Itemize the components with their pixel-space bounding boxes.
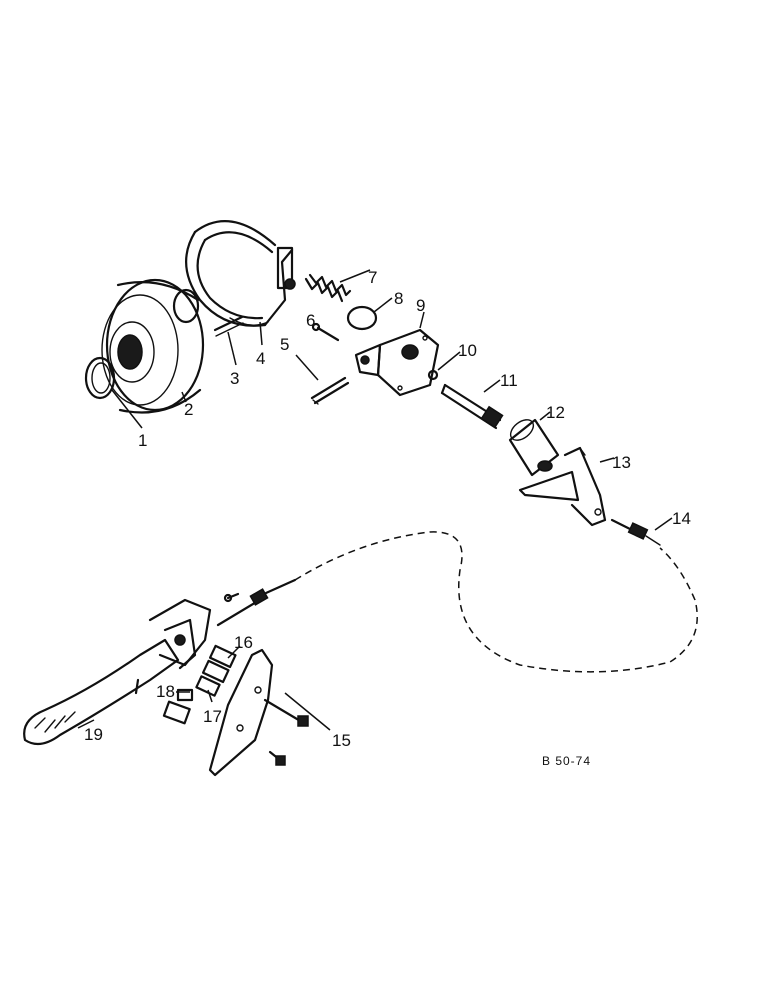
part-2-brake-drum (101, 278, 205, 414)
callout-10: 10 (458, 341, 477, 360)
callout-1: 1 (138, 431, 147, 450)
callout-15: 15 (332, 731, 351, 750)
brake-cable (294, 531, 698, 673)
part-8-o-ring (346, 305, 378, 331)
callout-13: 13 (612, 453, 631, 472)
callout-9: 9 (416, 296, 425, 315)
callout-7: 7 (368, 268, 377, 287)
callout-12: 12 (546, 403, 565, 422)
part-15-mounting-plate (208, 648, 309, 777)
callout-2: 2 (184, 400, 193, 419)
part-4-brake-band (185, 220, 296, 327)
callout-4: 4 (256, 349, 265, 368)
callout-8: 8 (394, 289, 403, 308)
part-5-stud (310, 376, 350, 405)
part-6-cotter-pin (311, 322, 340, 342)
callout-5: 5 (280, 335, 289, 354)
part-19-hand-lever (23, 598, 212, 746)
part-13-bracket (518, 446, 607, 527)
part-18-block (162, 688, 194, 725)
part-7-spring (304, 273, 352, 303)
part-14-cable-adjuster (610, 518, 661, 546)
callout-18: 18 (156, 682, 175, 701)
callout-14: 14 (672, 509, 691, 528)
leader-lines (77, 269, 673, 731)
callout-11: 11 (500, 371, 518, 390)
callout-17: 17 (203, 707, 222, 726)
part-11-shaft (440, 383, 504, 430)
drawing-reference-code: B 50-74 (542, 754, 591, 768)
part-12-sleeve (508, 418, 560, 477)
callout-3: 3 (230, 369, 239, 388)
part-9-actuator-housing (354, 328, 440, 397)
callout-16: 16 (234, 633, 253, 652)
drum-snap-ring (172, 288, 200, 324)
cable-end-fitting (216, 578, 297, 627)
part-17-bushing (195, 675, 221, 697)
part-16-bushing (201, 644, 237, 684)
callout-19: 19 (84, 725, 103, 744)
callout-labels: 1 2 3 4 5 6 7 8 9 10 11 12 13 14 15 16 1… (84, 268, 691, 750)
callout-6: 6 (306, 311, 315, 330)
part-10-small-o-ring (427, 369, 439, 381)
